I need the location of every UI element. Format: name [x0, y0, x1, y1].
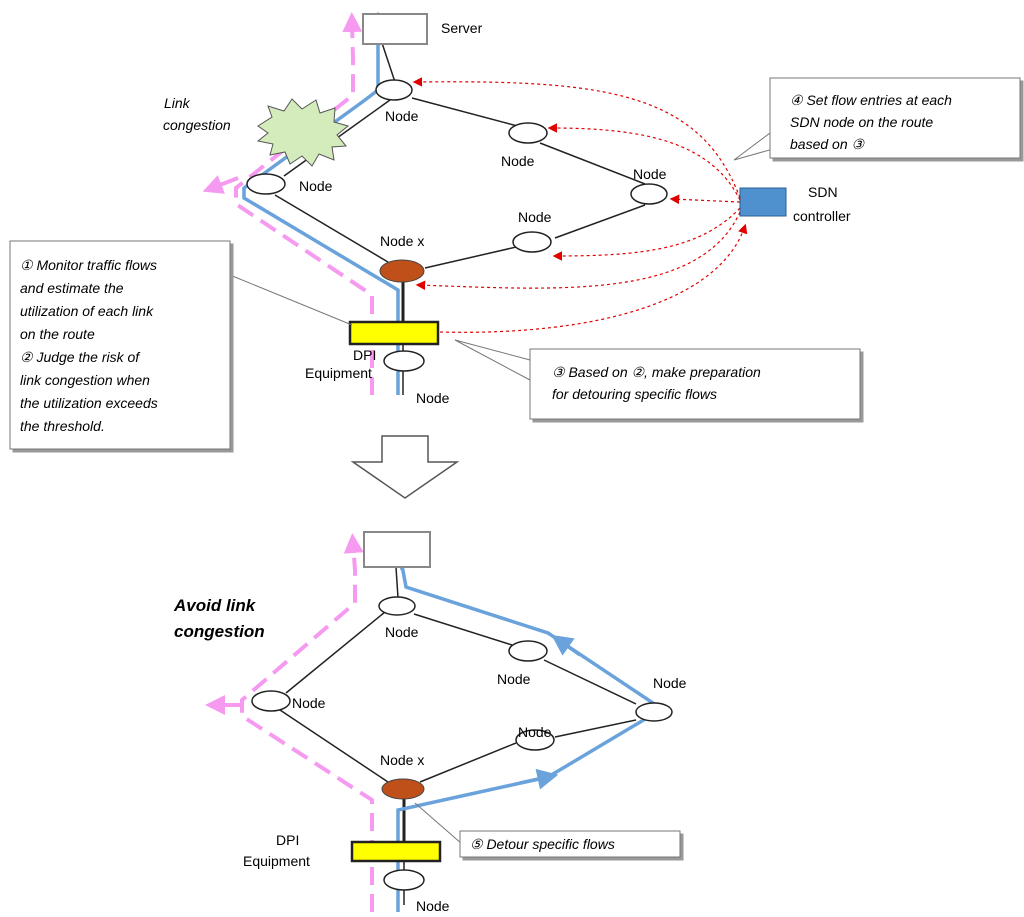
node-bottom-1	[378, 596, 416, 616]
node-bottom-2	[508, 640, 548, 662]
node-top-bottom-label: Node	[416, 390, 450, 406]
avoid-congestion-label-1: Avoid link	[173, 596, 257, 615]
callout-monitor-line-5: ② Judge the risk of	[20, 349, 141, 365]
node-x-bottom	[381, 778, 425, 800]
callout-monitor-line-4: on the route	[20, 326, 95, 342]
callout-detour: ⑤ Detour specific flows	[414, 802, 681, 858]
server-label: Server	[441, 20, 483, 36]
bottom-server-box	[363, 531, 431, 568]
callout-prepare-line-2: for detouring specific flows	[552, 386, 717, 402]
congestion-burst	[256, 98, 350, 167]
callout-prepare-line-1: ③ Based on ②, make preparation	[552, 364, 761, 380]
node-bottom-3	[635, 702, 673, 722]
dpi-bottom-label-2: Equipment	[243, 853, 310, 869]
link-congestion-label-2: congestion	[163, 117, 231, 133]
top-diagram: Server Link congestion Node Node Node No…	[9, 11, 1021, 450]
dpi-top-label-1: DPI	[353, 347, 376, 363]
node-bottom-5	[251, 690, 291, 712]
bottom-diagram: Avoid link congestion Node Node Node Nod…	[173, 531, 687, 914]
node-x-top-label: Node x	[380, 233, 424, 249]
callout-monitor: ① Monitor traffic flows and estimate the…	[9, 240, 353, 450]
node-x-bottom-label: Node x	[380, 752, 424, 768]
callout-set-flow: ④ Set flow entries at each SDN node on t…	[733, 77, 1021, 161]
sdn-controller-box	[739, 187, 787, 217]
callout-monitor-line-2: and estimate the	[20, 280, 124, 296]
callout-monitor-line-7: the utilization exceeds	[20, 395, 158, 411]
callout-set-flow-line-2: SDN node on the route	[790, 114, 933, 130]
control-arrows	[412, 77, 748, 333]
link-congestion-label-1: Link	[164, 95, 191, 111]
node-top-bottom	[383, 350, 425, 372]
callout-monitor-line-3: utilization of each link	[20, 303, 154, 319]
avoid-congestion-label-2: congestion	[174, 622, 265, 641]
node-top-2	[508, 122, 548, 144]
node-top-5	[246, 173, 286, 195]
node-bottom-1-label: Node	[385, 624, 419, 640]
bottom-pink-flow	[240, 533, 374, 912]
node-x-top	[379, 259, 425, 283]
dpi-bottom-label-1: DPI	[276, 832, 299, 848]
bottom-blue-arrow-1	[519, 768, 559, 790]
node-top-1	[375, 79, 413, 101]
callout-monitor-line-6: link congestion when	[20, 372, 150, 388]
server-box	[362, 13, 428, 45]
node-bottom-4	[515, 729, 555, 751]
bottom-blue-arrow-2	[551, 634, 582, 657]
callout-set-flow-line-3: based on ③	[790, 136, 865, 152]
node-bottom-bottom	[383, 869, 425, 891]
node-top-1-label: Node	[385, 108, 419, 124]
node-bottom-3-label: Node	[653, 675, 687, 691]
callout-set-flow-line-1: ④ Set flow entries at each	[790, 92, 952, 108]
node-bottom-bottom-label: Node	[416, 898, 450, 914]
callout-monitor-line-1: ① Monitor traffic flows	[20, 257, 157, 273]
node-bottom-5-label: Node	[292, 695, 326, 711]
callout-monitor-line-8: the threshold.	[20, 418, 105, 434]
node-top-3	[630, 183, 668, 205]
callout-prepare: ③ Based on ②, make preparation for detou…	[454, 339, 861, 420]
bottom-links	[279, 566, 637, 905]
sdn-controller-label-1: SDN	[808, 184, 838, 200]
node-bottom-2-label: Node	[497, 671, 531, 687]
sdn-controller-label-2: controller	[793, 208, 851, 224]
dpi-box-bottom	[350, 840, 442, 863]
top-pink-arrow-left	[202, 175, 239, 194]
node-top-4	[512, 231, 552, 253]
dpi-top-label-2: Equipment	[305, 365, 372, 381]
node-top-5-label: Node	[299, 178, 333, 194]
node-bottom-4-label: Node	[518, 724, 552, 740]
top-pink-flow	[234, 12, 374, 395]
transition-arrow	[350, 435, 460, 499]
node-top-4-label: Node	[518, 209, 552, 225]
callout-detour-text: ⑤ Detour specific flows	[470, 836, 615, 852]
node-top-3-label: Node	[633, 166, 667, 182]
dpi-box-top	[348, 320, 440, 346]
node-top-2-label: Node	[501, 153, 535, 169]
